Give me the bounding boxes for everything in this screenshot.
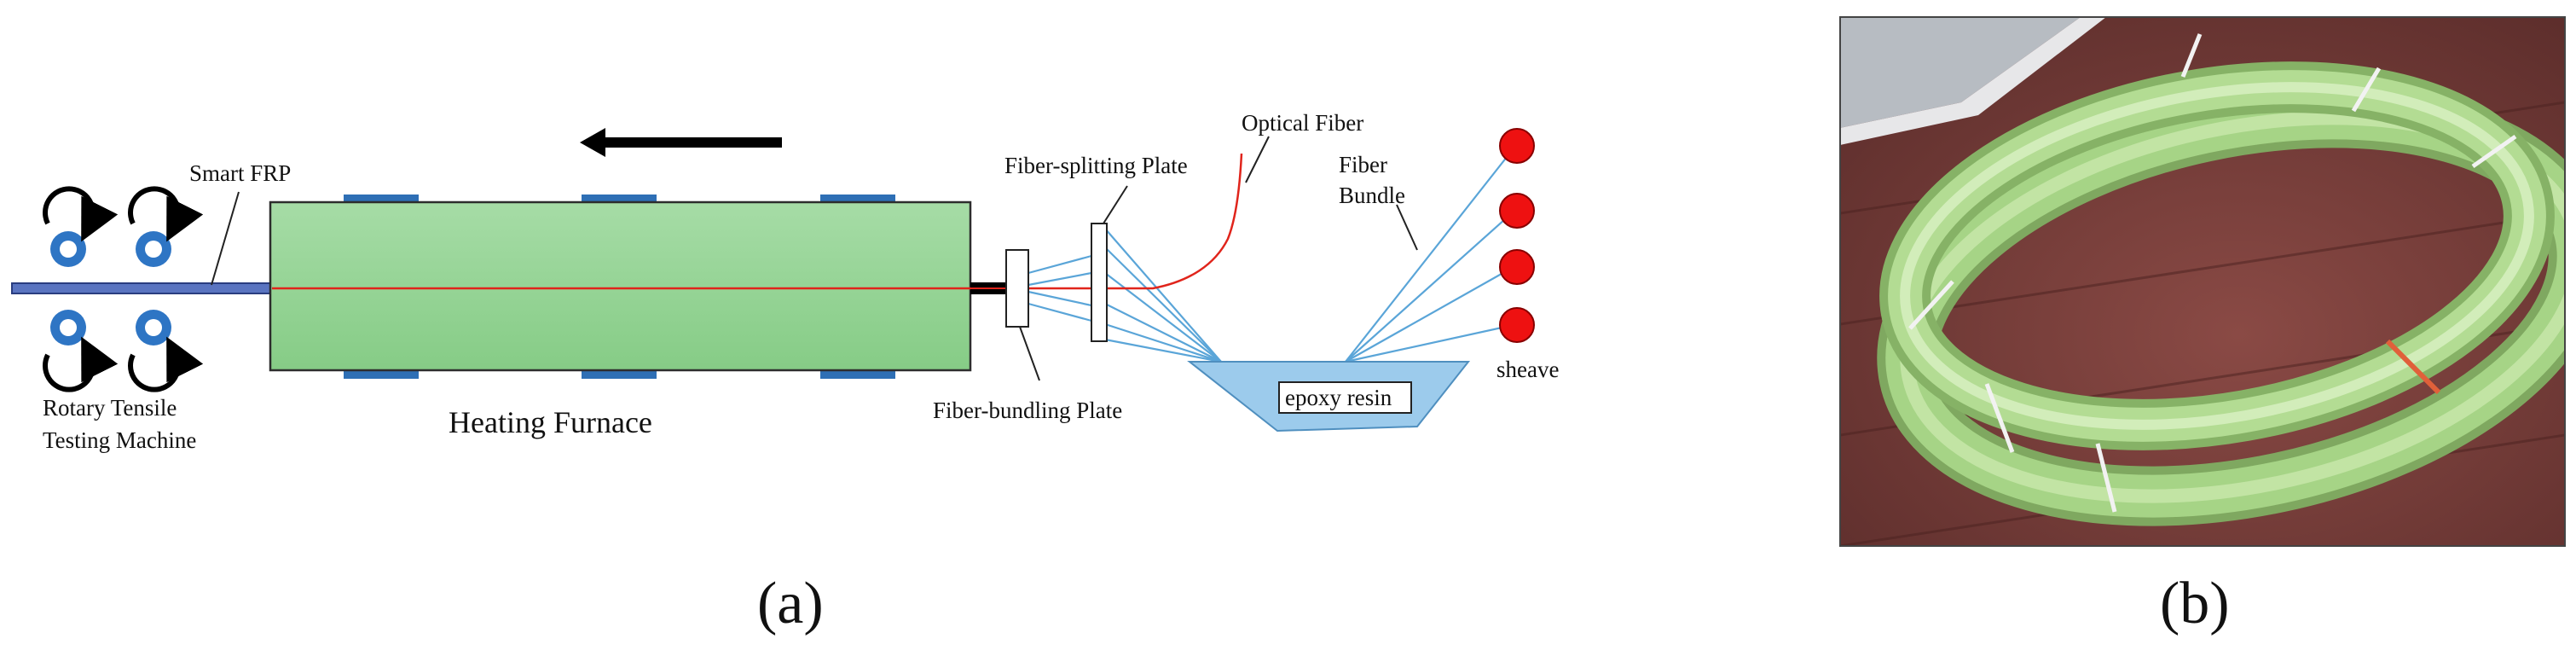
sheave bbox=[1499, 249, 1535, 285]
bundling-plate-leader bbox=[1019, 326, 1040, 381]
fiber-bundle-leader bbox=[1396, 204, 1418, 251]
rotation-arrow-icon bbox=[128, 336, 204, 392]
roller bbox=[50, 310, 86, 346]
rotary-tensile-testing-machine bbox=[43, 186, 204, 392]
furnace-pad bbox=[820, 195, 895, 203]
panel-b-photo: (b) bbox=[1839, 16, 2566, 636]
panel-a-diagram: Smart FRP Rotary Tensile Testing Machine bbox=[11, 110, 1559, 636]
direction-arrow-icon bbox=[580, 128, 782, 157]
furnace-pad bbox=[582, 370, 657, 379]
epoxy-resin-label-box bbox=[1278, 381, 1412, 414]
fiber-bundle-label-line1: Fiber bbox=[1339, 152, 1387, 177]
furnace-label: Heating Furnace bbox=[449, 405, 652, 439]
bundling-plate-label: Fiber-bundling Plate bbox=[933, 398, 1122, 423]
splitting-plate-label: Fiber-splitting Plate bbox=[1004, 153, 1188, 178]
splitting-plate-leader bbox=[1103, 185, 1128, 224]
fiber-bundle-label-line2: Bundle bbox=[1339, 183, 1405, 208]
smart-frp-bar bbox=[11, 282, 273, 294]
panel-b-caption: (b) bbox=[2160, 571, 2230, 636]
roller bbox=[50, 231, 86, 267]
fiber-lines bbox=[1028, 148, 1514, 363]
rotation-arrow-icon bbox=[128, 186, 204, 242]
fiber-splitting-plate bbox=[1091, 223, 1108, 342]
optical-fiber-line bbox=[1006, 153, 1243, 290]
sheave-label: sheave bbox=[1496, 357, 1559, 382]
sheave bbox=[1499, 307, 1535, 343]
rotation-arrow-icon bbox=[43, 336, 119, 392]
sheave bbox=[1499, 128, 1535, 164]
furnace-pad bbox=[344, 195, 419, 203]
furnace-pad bbox=[820, 370, 895, 379]
furnace-pad bbox=[582, 195, 657, 203]
machine-label-line2: Testing Machine bbox=[43, 427, 196, 453]
roller bbox=[136, 231, 171, 267]
rotation-arrow-icon bbox=[43, 186, 119, 242]
smart-frp-label: Smart FRP bbox=[189, 160, 291, 186]
fiber-bundling-plate bbox=[1005, 249, 1029, 328]
machine-label-line1: Rotary Tensile bbox=[43, 395, 177, 421]
epoxy-resin-label: epoxy resin bbox=[1285, 385, 1392, 410]
sheave bbox=[1499, 193, 1535, 229]
smart-frp-leader bbox=[211, 191, 240, 286]
roller bbox=[136, 310, 171, 346]
optical-fiber-leader bbox=[1245, 136, 1270, 183]
furnace-body bbox=[269, 200, 972, 372]
panel-a-caption: (a) bbox=[757, 571, 824, 636]
heating-furnace bbox=[269, 195, 972, 379]
furnace-pad bbox=[344, 370, 419, 379]
optical-fiber-label: Optical Fiber bbox=[1242, 110, 1363, 136]
